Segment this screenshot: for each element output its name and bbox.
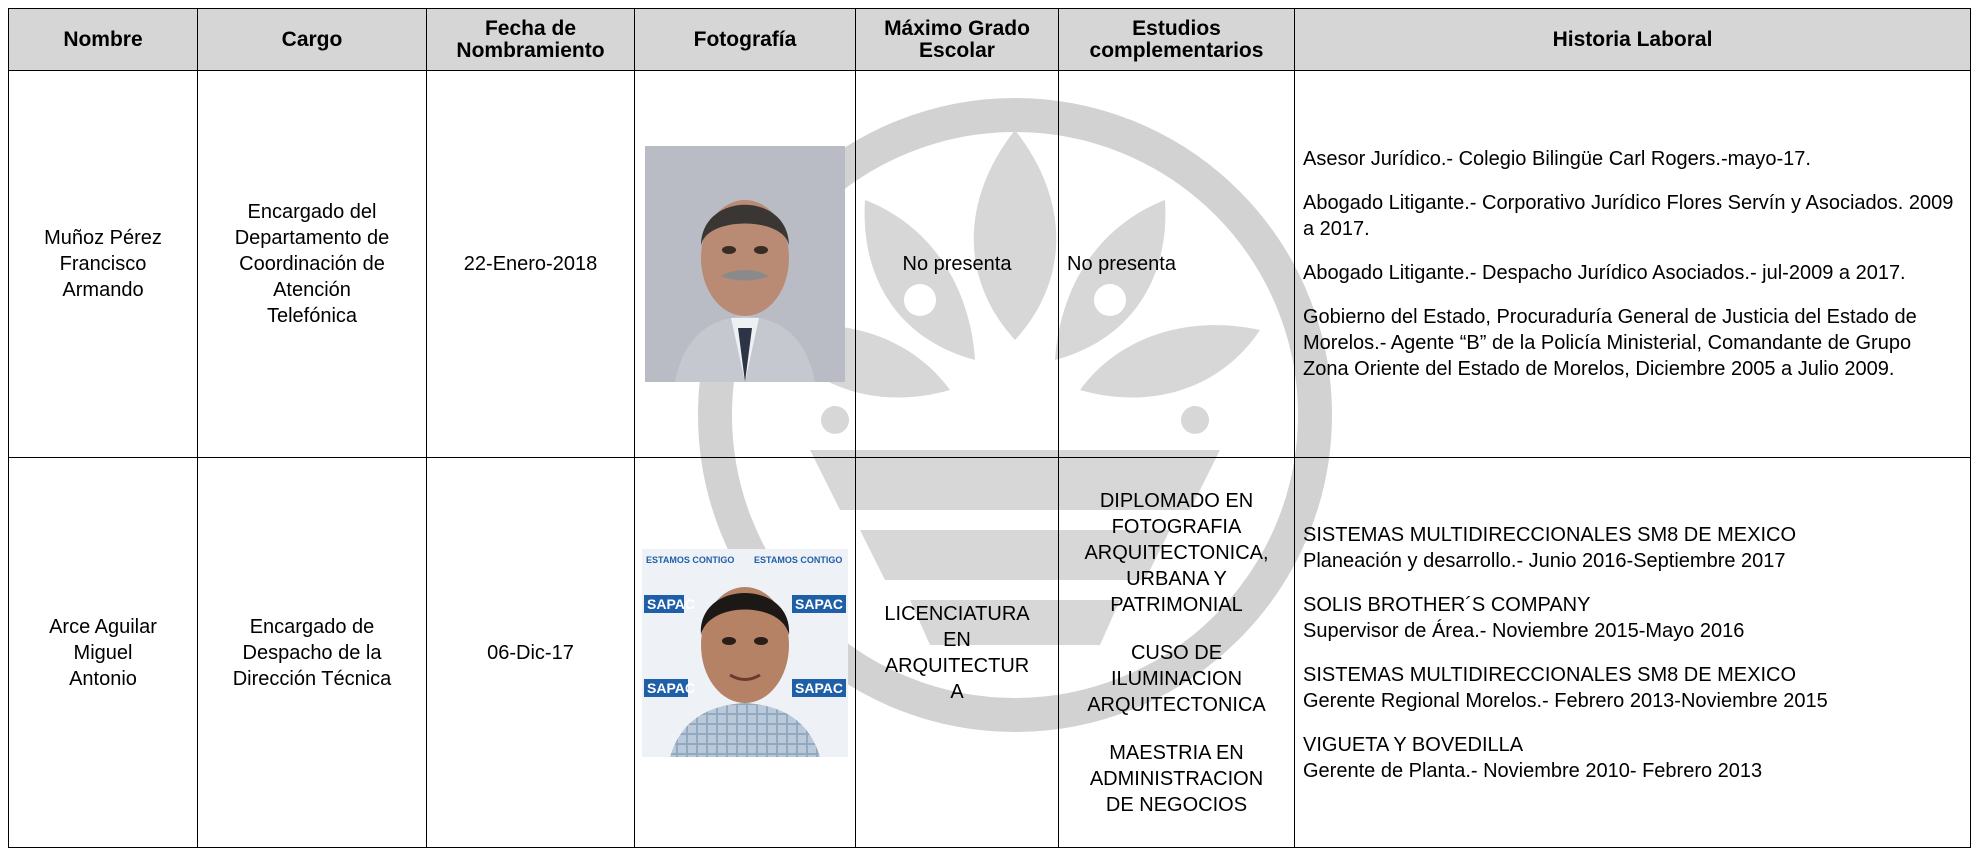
history-entry: Abogado Litigante.- Corporativo Jurídico… xyxy=(1303,192,1954,240)
study-item: DIPLOMADO EN FOTOGRAFIA ARQUITECTONICA, … xyxy=(1084,489,1269,616)
header-fotografia: Fotografía xyxy=(634,8,856,71)
employee-photo xyxy=(645,146,845,382)
cell-grado: No presenta xyxy=(855,70,1059,458)
history-entry: Abogado Litigante.- Despacho Jurídico As… xyxy=(1303,262,1906,284)
header-cargo: Cargo xyxy=(197,8,427,71)
history-entry: Gobierno del Estado, Procuraduría Genera… xyxy=(1303,306,1917,380)
history-entry: SISTEMAS MULTIDIRECCIONALES SM8 DE MEXIC… xyxy=(1303,523,1797,572)
study-item: MAESTRIA EN ADMINISTRACION DE NEGOCIOS xyxy=(1089,741,1264,816)
banner-text: SAPAC xyxy=(795,596,843,612)
staff-table: Nombre Cargo Fecha de Nombramiento Fotog… xyxy=(8,8,1971,848)
history-entry: SOLIS BROTHER´S COMPANY Supervisor de Ár… xyxy=(1303,593,1745,642)
header-estudios: Estudios complementarios xyxy=(1058,8,1295,71)
cell-cargo: Encargado de Despacho de la Dirección Té… xyxy=(197,457,427,848)
cell-estudios: DIPLOMADO EN FOTOGRAFIA ARQUITECTONICA, … xyxy=(1058,457,1295,848)
banner-text: SAPAC xyxy=(647,680,695,696)
cell-fecha: 22-Enero-2018 xyxy=(426,70,635,458)
cell-grado: LICENCIATURA EN ARQUITECTUR A xyxy=(855,457,1059,848)
cell-historia: SISTEMAS MULTIDIRECCIONALES SM8 DE MEXIC… xyxy=(1294,457,1971,848)
employee-photo: ESTAMOS CONTIGO ESTAMOS CONTIGO SAPAC SA… xyxy=(642,548,848,757)
cell-estudios: No presenta xyxy=(1058,70,1295,458)
header-historia: Historia Laboral xyxy=(1294,8,1971,71)
table-row: Muñoz Pérez Francisco Armando Encargado … xyxy=(8,70,1971,458)
header-grado: Máximo Grado Escolar xyxy=(855,8,1059,71)
banner-text: ESTAMOS CONTIGO xyxy=(646,555,734,565)
banner-text: SAPAC xyxy=(795,680,843,696)
table-row: Arce Aguilar Miguel Antonio Encargado de… xyxy=(8,457,1971,848)
history-entry: SISTEMAS MULTIDIRECCIONALES SM8 DE MEXIC… xyxy=(1303,663,1828,712)
cell-nombre: Arce Aguilar Miguel Antonio xyxy=(8,457,198,848)
cell-fotografia: ESTAMOS CONTIGO ESTAMOS CONTIGO SAPAC SA… xyxy=(634,457,856,848)
cell-fecha: 06-Dic-17 xyxy=(426,457,635,848)
history-entry: Asesor Jurídico.- Colegio Bilingüe Carl … xyxy=(1303,148,1811,170)
banner-text: ESTAMOS CONTIGO xyxy=(754,555,842,565)
cell-historia: Asesor Jurídico.- Colegio Bilingüe Carl … xyxy=(1294,70,1971,458)
history-entry: VIGUETA Y BOVEDILLA Gerente de Planta.- … xyxy=(1303,733,1763,782)
cell-nombre: Muñoz Pérez Francisco Armando xyxy=(8,70,198,458)
cell-cargo: Encargado del Departamento de Coordinaci… xyxy=(197,70,427,458)
cell-fotografia xyxy=(634,70,856,458)
header-fecha: Fecha de Nombramiento xyxy=(426,8,635,71)
header-nombre: Nombre xyxy=(8,8,198,71)
banner-text: SAPAC xyxy=(647,596,695,612)
header-row: Nombre Cargo Fecha de Nombramiento Fotog… xyxy=(8,8,1971,71)
study-item: CUSO DE ILUMINACION ARQUITECTONICA xyxy=(1087,641,1266,716)
